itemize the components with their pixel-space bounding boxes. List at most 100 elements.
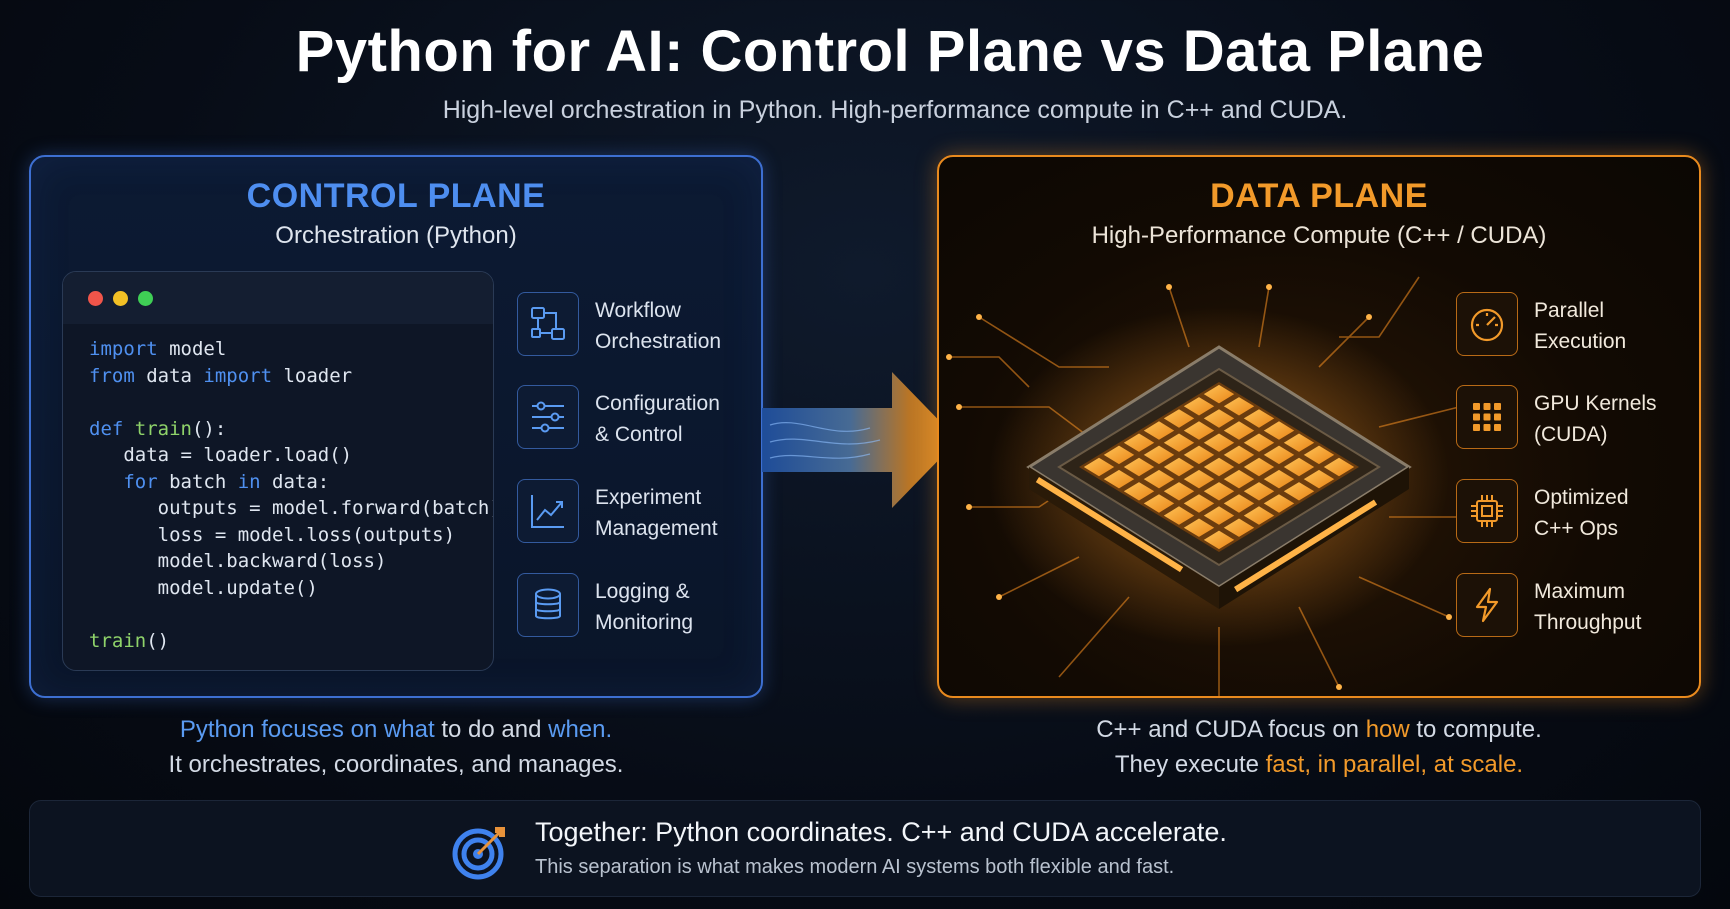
chip-core-cell: [1183, 397, 1215, 416]
caption-highlight-scale: fast, in parallel, at scale.: [1265, 751, 1524, 778]
code-token: data: [134, 364, 204, 387]
close-dot-icon: [88, 291, 103, 306]
data-plane-subtitle: High-Performance Compute (C++ / CUDA): [1091, 222, 1547, 249]
chip-core-cell: [1203, 482, 1235, 501]
summary-banner: Together: Python coordinates. C++ and CU…: [29, 800, 1701, 897]
data-plane-panel: DATA PLANE High-Performance Compute (C++…: [937, 155, 1701, 698]
maximize-dot-icon: [138, 291, 153, 306]
data-plane-caption: C++ and CUDA focus on how to compute. Th…: [937, 712, 1701, 782]
feature-gpu-kernels: GPU Kernels (CUDA): [1456, 385, 1696, 455]
summary-title: Together: Python coordinates. C++ and CU…: [535, 817, 1227, 847]
lightning-icon: [1456, 573, 1518, 637]
feature-label: Parallel Execution: [1534, 299, 1627, 353]
caption-highlight-what: what: [383, 716, 435, 743]
code-token: data:: [260, 470, 330, 493]
chip-core-cell: [1223, 445, 1255, 465]
feature-parallel-execution: Parallel Execution: [1456, 292, 1696, 362]
chip-core-cell: [1163, 409, 1195, 428]
caption-highlight-how: how: [1365, 716, 1410, 743]
feature-label: Experiment Management: [595, 486, 718, 540]
feature-label: Optimized C++ Ops: [1534, 486, 1629, 540]
control-plane-panel: CONTROL PLANE Orchestration (Python) imp…: [29, 155, 763, 698]
grid-icon: [1456, 385, 1518, 449]
code-line: outputs = model.forward(batch): [89, 497, 494, 519]
code-token: import: [203, 364, 273, 387]
chip-core-cell: [1203, 433, 1235, 452]
chip-core-cell: [1143, 445, 1175, 465]
code-token: batch: [157, 470, 238, 493]
chip-core-cell: [1303, 469, 1335, 489]
chip-core-cell: [1183, 494, 1215, 513]
code-token: def: [89, 417, 124, 440]
page-title: Python for AI: Control Plane vs Data Pla…: [295, 19, 1485, 84]
control-plane-subtitle: Orchestration (Python): [275, 222, 517, 249]
caption-text: to do and: [434, 716, 549, 743]
chip-core-cell: [1163, 482, 1195, 501]
chip-core-cell: [1183, 469, 1215, 489]
chip-core-cell: [1263, 469, 1295, 489]
chip-icon: [1456, 479, 1518, 543]
chip-core-cell: [1283, 482, 1315, 501]
page-subtitle: High-level orchestration in Python. High…: [442, 96, 1348, 124]
gauge-icon: [1456, 292, 1518, 356]
feature-experiment-management: Experiment Management: [517, 479, 757, 549]
chip-core-cell: [1243, 433, 1275, 452]
chip-core-cell: [1203, 409, 1235, 428]
feature-label: Workflow Orchestration: [595, 299, 722, 353]
feature-configuration-control: Configuration & Control: [517, 385, 757, 455]
minimize-dot-icon: [113, 291, 128, 306]
chip-core-cell: [1143, 469, 1175, 489]
feature-label: Logging & Monitoring: [595, 580, 694, 634]
code-window: import model from data import loader def…: [62, 271, 494, 671]
chip-core-cell: [1223, 421, 1255, 440]
database-icon: [517, 573, 579, 637]
chip-core-cell: [1103, 469, 1135, 489]
chip-core-cell: [1203, 530, 1235, 550]
sliders-icon: [517, 385, 579, 449]
code-line: model.update(): [89, 576, 318, 599]
caption-line-2: It orchestrates, coordinates, and manage…: [168, 751, 624, 778]
chip-core-cell: [1243, 457, 1275, 477]
chip-core-cell: [1263, 494, 1295, 513]
code-window-titlebar: [63, 272, 493, 324]
control-plane-caption: Python focuses on what to do and when. I…: [29, 712, 763, 782]
chip-core-cell: [1303, 445, 1335, 465]
chip-core-cell: [1263, 421, 1295, 440]
feature-optimized-cpp-ops: Optimized C++ Ops: [1456, 479, 1696, 549]
feature-label: Maximum Throughput: [1534, 580, 1642, 634]
chip-core-cell: [1183, 445, 1215, 465]
feature-label: Configuration & Control: [595, 392, 720, 446]
target-icon: [452, 827, 505, 880]
code-line: model.backward(loss): [89, 550, 387, 572]
caption-text: Python focuses on: [179, 716, 384, 743]
code-token: for: [89, 470, 158, 493]
chip-core-cell: [1163, 506, 1195, 525]
chip-core-cell: [1283, 433, 1315, 452]
control-plane-title: CONTROL PLANE: [246, 177, 546, 215]
workflow-icon: [517, 292, 579, 356]
code-token: loader: [272, 364, 353, 387]
chip-core-cell: [1243, 506, 1275, 525]
chip-core-cell: [1243, 482, 1275, 501]
chip-core-cell: [1163, 433, 1195, 452]
chip-core-cell: [1263, 445, 1295, 465]
chip-core-cell: [1103, 445, 1135, 465]
chip-core-cell: [1283, 457, 1315, 477]
code-token: from: [89, 364, 135, 387]
chip-core-cell: [1143, 421, 1175, 440]
feature-workflow-orchestration: Workflow Orchestration: [517, 292, 757, 362]
code-line: data = loader.load(): [89, 444, 353, 466]
code-token: ():: [191, 417, 227, 440]
chip-core-cell: [1223, 469, 1255, 489]
chip-core-cell: [1203, 506, 1235, 525]
chip-core-cell: [1223, 494, 1255, 513]
code-snippet: import model from data import loader def…: [89, 336, 494, 654]
chip-core-cell: [1243, 409, 1275, 428]
code-token: train: [89, 629, 147, 652]
chip-core-cell: [1123, 457, 1155, 477]
feature-label: GPU Kernels (CUDA): [1534, 392, 1657, 446]
data-plane-title: DATA PLANE: [1210, 177, 1428, 215]
chip-core-cell: [1183, 421, 1215, 440]
chip-core-cell: [1083, 457, 1115, 477]
chip-core-cell: [1323, 457, 1355, 477]
